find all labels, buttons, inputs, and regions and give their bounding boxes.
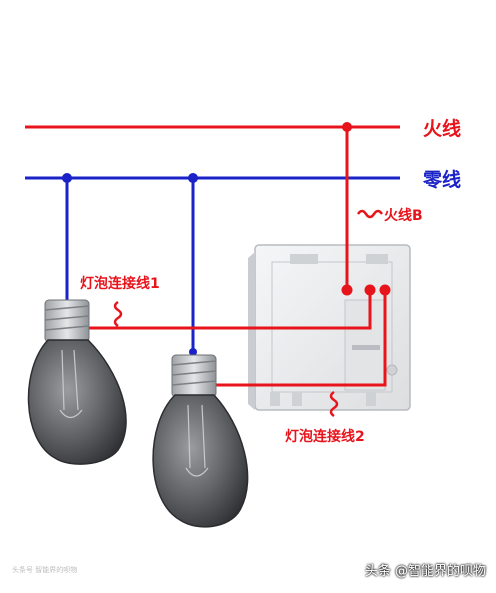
bulb-wire-2-label: 灯泡连接线2	[285, 429, 365, 445]
switch-terminal-live	[341, 284, 353, 296]
light-bulb-2	[152, 354, 249, 528]
neutral-bulb-2-contact	[189, 348, 197, 356]
live-b-pointer	[356, 209, 384, 219]
switch-screw	[386, 364, 398, 376]
bulb-wire-1-label: 灯泡连接线1	[80, 276, 160, 292]
bulb-2-glass	[152, 394, 249, 528]
neutral-junction-dot-1	[62, 173, 72, 183]
neutral-wire-label: 零线	[423, 169, 462, 191]
switch-tab-3	[366, 392, 376, 406]
light-bulb-1	[27, 299, 127, 465]
switch-clip-top-left	[290, 254, 318, 264]
bulb-1-filament	[59, 349, 83, 419]
neutral-junction-dot-2	[188, 173, 198, 183]
switch-label-strip	[352, 345, 380, 350]
switch-tab-2	[292, 392, 302, 406]
bulb-2-filament	[185, 404, 209, 477]
bulb-wire-2-pointer	[329, 390, 339, 418]
watermark: 头条 @智能界的呗物	[364, 564, 486, 579]
live-wire-b-label: 火线B	[384, 208, 423, 224]
switch-side	[248, 252, 255, 410]
live-junction-dot	[342, 122, 352, 132]
corner-mark: 头条号 智能界的呗物	[12, 566, 78, 574]
switch-clip-top-right	[366, 254, 388, 264]
bulb-wire-2-line	[212, 290, 387, 387]
live-wire-label: 火线	[423, 118, 462, 140]
bulb-wire-1-pointer	[113, 300, 123, 328]
bulb-wire-1-line	[84, 290, 372, 330]
switch-tab-1	[270, 392, 280, 406]
